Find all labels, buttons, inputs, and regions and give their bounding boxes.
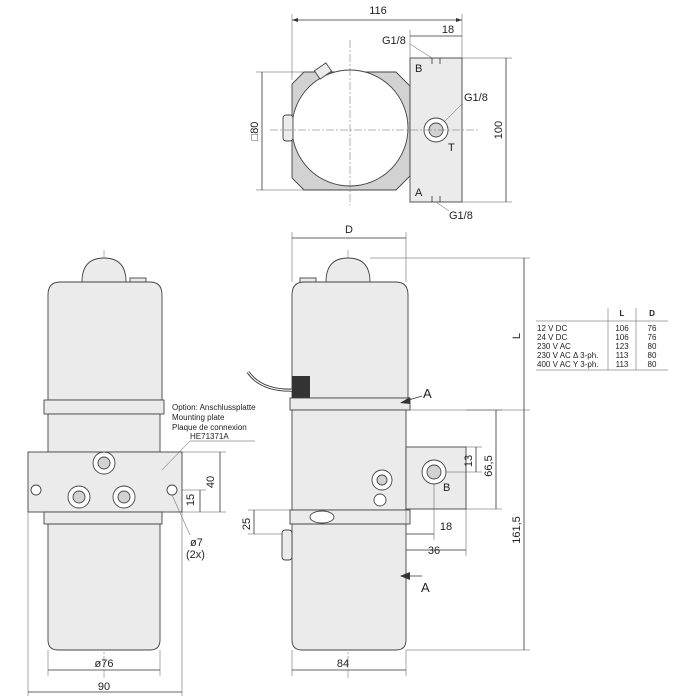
side-motor	[291, 281, 409, 399]
table-rows: 12 V DC 106 76 24 V DC 106 76 230 V AC 123 80 230…	[537, 324, 657, 369]
top-view: 116 18 □80 100 G1/8 B G1/8 T A G1/8	[249, 5, 512, 222]
table-cell: 106	[615, 324, 629, 333]
motor-dome	[81, 257, 127, 283]
dim-25: 25	[241, 518, 253, 530]
port-a-label: A	[415, 187, 423, 199]
motor-band	[43, 399, 165, 415]
side-band	[289, 397, 411, 411]
center-block	[47, 413, 161, 453]
table-cell: 123	[615, 342, 629, 351]
voltage-table: L D 12 V DC 106 76 24 V DC 106 76 230 V AC 123 8…	[536, 308, 668, 371]
thread-g18-bottom: G1/8	[449, 210, 473, 222]
dim-d: D	[345, 224, 353, 236]
table-cell: 113	[616, 351, 629, 360]
tank-body	[47, 523, 161, 651]
dim-18-top: 18	[442, 24, 454, 36]
table-cell: 113	[616, 360, 629, 369]
tank-ring	[43, 511, 163, 525]
dim-15: 15	[185, 494, 197, 506]
front-view: Option: Anschlussplatte Mounting plate P…	[27, 250, 256, 696]
side-port-b-label: B	[443, 482, 450, 494]
table-cell: 230 V AC Δ 3-ph.	[537, 351, 598, 360]
option-en: Mounting plate	[172, 413, 225, 422]
cable	[246, 371, 297, 392]
dim-l: L	[511, 333, 523, 339]
option-fr: Plaque de connexion	[172, 423, 247, 432]
dim-13: 13	[463, 455, 475, 467]
thread-g18-mid: G1/8	[464, 92, 488, 104]
motor-body	[47, 281, 163, 401]
side-tank-ring	[289, 509, 411, 525]
dim-40: 40	[205, 476, 217, 488]
table-cell: 24 V DC	[537, 333, 567, 342]
table-cell: 76	[648, 324, 657, 333]
option-de: Option: Anschlussplatte	[172, 403, 256, 412]
section-a-top: A	[423, 386, 432, 401]
dim-90: 90	[98, 681, 110, 693]
dim-161-5: 161,5	[511, 516, 523, 544]
table-cell: 80	[648, 351, 657, 360]
table-cell: 106	[615, 333, 629, 342]
table-header-d: D	[649, 309, 655, 318]
dim-36: 36	[428, 545, 440, 557]
table-cell: 12 V DC	[537, 324, 567, 333]
side-view: B D L 161,5 66,5 13 18	[241, 224, 530, 680]
thread-g18-top: G1/8	[382, 35, 406, 47]
fitting-nub	[282, 114, 294, 142]
side-fitting	[281, 529, 293, 561]
table-cell: 80	[648, 342, 657, 351]
dim-hole-count: (2x)	[186, 549, 205, 561]
dim-dia-76: ø76	[95, 658, 114, 670]
table-cell: 80	[648, 360, 657, 369]
cable-gland	[292, 376, 310, 398]
mount-hole-right	[166, 484, 178, 496]
mount-hole-left	[30, 484, 42, 496]
table-cell: 76	[648, 333, 657, 342]
table-cell: 230 V AC	[537, 342, 571, 351]
side-tank	[291, 523, 407, 651]
table-header-l: L	[620, 309, 625, 318]
port-b-label: B	[415, 63, 422, 75]
dim-66-5: 66,5	[483, 455, 495, 476]
side-screw	[373, 493, 387, 507]
dim-84: 84	[337, 658, 349, 670]
breather-plug	[313, 62, 333, 80]
dim-square-80: □80	[249, 122, 261, 141]
dim-100: 100	[493, 121, 505, 139]
section-a-bottom: A	[421, 580, 430, 595]
table-cell: 400 V AC Y 3-ph.	[537, 360, 599, 369]
option-part: HE71371A	[190, 432, 229, 441]
dim-18-side: 18	[440, 521, 452, 533]
fill-plug	[309, 510, 335, 524]
port-t-label: T	[448, 142, 455, 154]
dim-116: 116	[369, 5, 387, 17]
side-block	[291, 409, 407, 511]
side-dome	[325, 257, 371, 283]
dim-hole: ø7	[190, 537, 203, 549]
